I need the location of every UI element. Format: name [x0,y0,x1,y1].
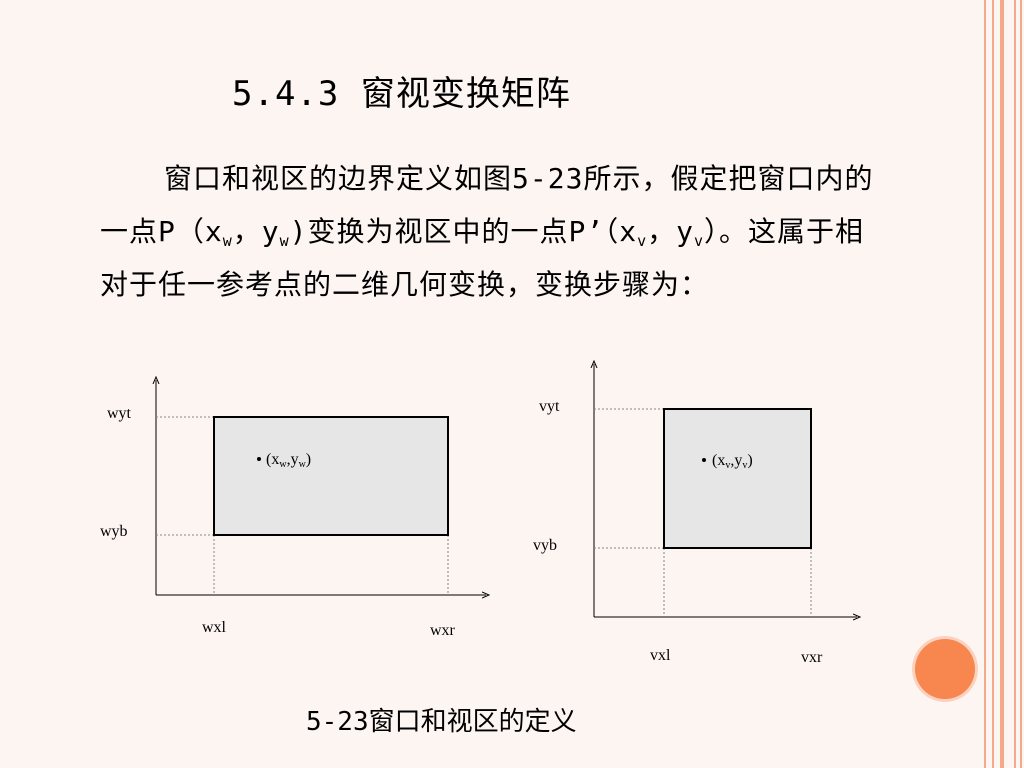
label-wxr: wxr [430,622,456,639]
figure-reference: 5-23 [512,162,584,195]
paragraph-text: )变换为视区中的一点 [289,215,569,248]
viewport-rectangle [663,408,812,549]
subscript: v [693,232,705,250]
window-rectangle [213,416,449,536]
label-wxl: wxl [202,619,227,636]
subscript: w [222,232,233,250]
figure-caption: 5-23窗口和视区的定义 [306,707,577,737]
body-paragraph: 窗口和视区的边界定义如图5-23所示，假定把窗口内的一点P（xw，yw)变换为视… [100,152,890,311]
paragraph-text: ，y [232,215,280,248]
decorative-circle [915,639,975,699]
paragraph-text: 所示，假定把窗口内的一点 [100,162,874,248]
point-label: (xw,yw) [266,451,311,470]
label-vxl: vxl [650,647,671,664]
point-p: P（x [158,215,223,248]
slide-title: 5.4.3 窗视变换矩阵 [232,74,571,114]
label-wyb: wyb [100,523,128,540]
point-label: (xv,yv) [712,452,753,471]
viewport-figure: (xv,yv) vyt vyb vxl vxr [533,364,857,666]
paragraph-text: 窗口和视区的边界定义如图 [164,162,513,195]
subscript: w [279,232,290,250]
label-vyt: vyt [539,398,560,415]
label-wyt: wyt [107,405,132,422]
point-p-prime: P’（x [568,215,638,248]
paragraph-text: ）。这属于相对于任一参考点的二维几何变换，变换步骤为： [100,215,865,301]
label-vxr: vxr [801,649,823,666]
window-figure: (xw,yw) wyt wyb wxl wxr [100,380,486,639]
paragraph-text: ，y [647,215,694,248]
label-vyb: vyb [533,537,557,554]
decorative-stripes [972,0,1024,768]
point-marker [702,458,706,462]
subscript: v [637,232,648,250]
point-marker [257,457,261,461]
